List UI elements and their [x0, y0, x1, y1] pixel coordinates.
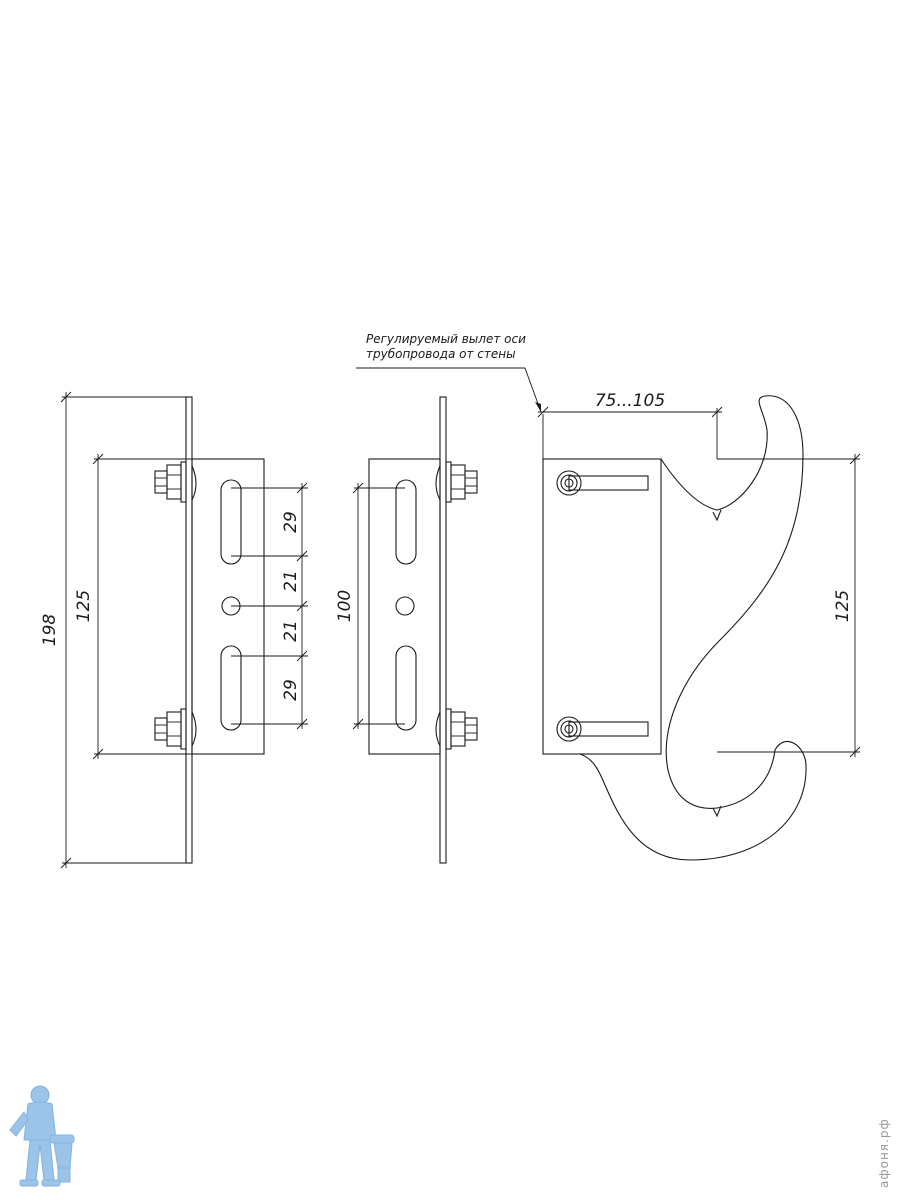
dim-100	[352, 482, 405, 730]
dim-125-right	[849, 453, 861, 758]
right-nut-upper-inner	[560, 474, 578, 492]
dim-125-right-label: 125	[833, 590, 853, 622]
right-nut-upper	[556, 470, 582, 496]
left-wall-plate	[185, 396, 193, 864]
middle-bolt-lower	[445, 708, 478, 750]
watermark-site: афоня.рф	[877, 1118, 891, 1188]
dim-hole-gap-upper-label: 21	[281, 570, 301, 592]
dim-offset	[537, 406, 860, 753]
middle-wall-plate	[439, 396, 447, 864]
middle-weld-upper	[435, 465, 441, 501]
middle-center-hole	[395, 596, 415, 616]
left-view: 198 125 29 21 21 29	[40, 391, 308, 869]
hook-outline	[579, 395, 807, 861]
dim-100-label: 100	[335, 590, 355, 622]
middle-bracket-body	[368, 458, 441, 755]
dim-slot-upper-label: 29	[281, 511, 301, 533]
dim-198	[60, 391, 186, 869]
dim-chain	[231, 482, 308, 730]
right-nut-upper-core	[564, 478, 574, 488]
middle-slot-lower	[395, 645, 417, 731]
annotation-line-1: Регулируемый вылет оси	[366, 332, 526, 346]
right-slot-upper	[568, 475, 649, 491]
hook-tip-upper	[712, 509, 722, 522]
right-view: 75...105 125 Регулируемый вылет оси труб…	[356, 332, 861, 861]
middle-weld-lower	[435, 711, 441, 747]
dim-slot-lower-label: 29	[281, 679, 301, 701]
dim-hole-gap-lower-label: 21	[281, 620, 301, 642]
dim-125-left-label: 125	[74, 590, 94, 622]
left-bracket-body	[191, 458, 265, 755]
right-nut-lower	[556, 716, 582, 742]
mascot-logo	[9, 1085, 75, 1187]
right-nut-lower-inner	[560, 720, 578, 738]
left-bolt-lower	[154, 708, 187, 750]
dim-198-label: 198	[40, 614, 60, 647]
middle-bolt-upper	[445, 461, 478, 503]
right-slot-lower	[568, 721, 649, 737]
right-nut-lower-core	[564, 724, 574, 734]
left-slot-upper	[220, 479, 242, 565]
middle-view: 100	[335, 396, 478, 864]
left-slot-lower	[220, 645, 242, 731]
right-plate	[542, 458, 662, 755]
dim-offset-label: 75...105	[595, 391, 665, 411]
annotation-leader	[356, 367, 542, 413]
hook-tip-lower	[712, 805, 722, 818]
left-weld-upper	[191, 465, 197, 501]
left-weld-lower	[191, 711, 197, 747]
middle-slot-upper	[395, 479, 417, 565]
annotation-line-2: трубопровода от стены	[366, 347, 516, 361]
left-bolt-upper	[154, 461, 187, 503]
dim-125-left	[92, 453, 192, 760]
